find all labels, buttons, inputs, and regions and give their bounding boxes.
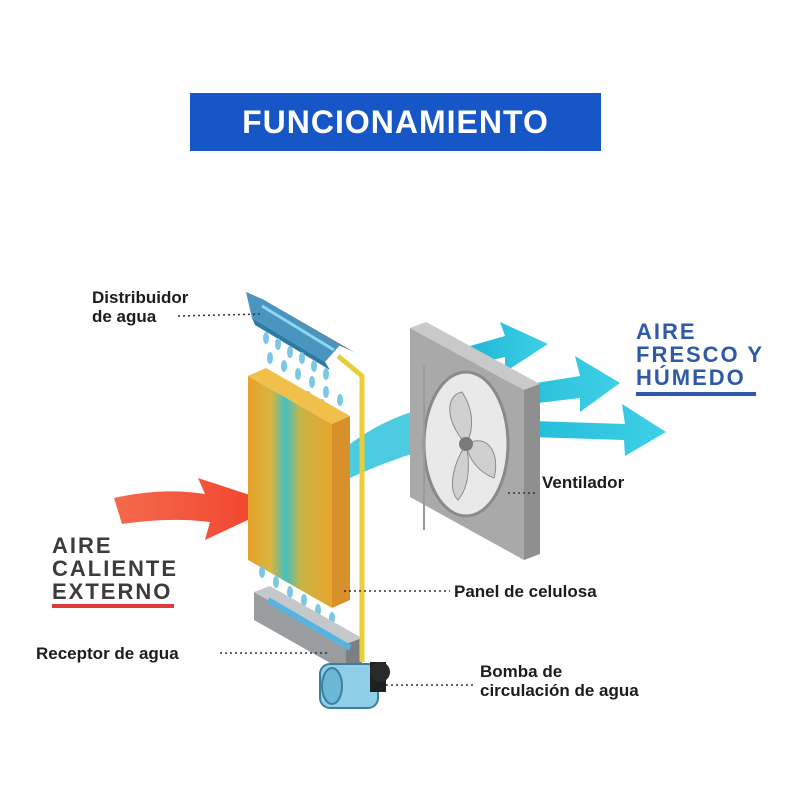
cellulose-panel [248,368,350,608]
hot-air-arrow [114,478,280,540]
fan-hub [459,437,473,451]
title-banner: FUNCIONAMIENTO [190,93,601,151]
air-in-label: AIRE CALIENTE EXTERNO [52,534,178,603]
leader-distribuidor [177,313,263,317]
label-ventilador: Ventilador [542,473,625,492]
leader-lines [177,313,536,686]
water-distributor [246,292,354,370]
label-bomba-line2: circulación de agua [480,681,639,700]
air-in-line2: CALIENTE [52,556,178,581]
label-bomba-line1: Bomba de [480,662,563,681]
air-in-underline [52,604,174,608]
title-text: FUNCIONAMIENTO [242,103,549,140]
label-panel: Panel de celulosa [454,582,597,601]
water-pipe [336,354,365,662]
fan-unit [410,322,540,560]
air-in-line1: AIRE [52,533,113,558]
label-receptor: Receptor de agua [36,644,179,663]
label-distribuidor: Distribuidor de agua [92,288,188,326]
fan-blade-2 [465,440,497,479]
air-out-line3: HÚMEDO [636,365,746,390]
air-in-line3: EXTERNO [52,579,173,604]
air-out-underline [636,392,756,396]
label-distribuidor-line1: Distribuidor [92,288,189,307]
air-out-label: AIRE FRESCO Y HÚMEDO [636,320,764,389]
air-out-line1: AIRE [636,319,697,344]
fan-blade-3 [452,442,469,501]
label-bomba: Bomba de circulación de agua [480,662,639,700]
fan-blade-1 [449,391,472,445]
water-pump [319,662,390,709]
water-receiver [254,586,362,672]
air-out-line2: FRESCO Y [636,342,765,367]
cool-air-arrow-low [500,404,666,456]
label-distribuidor-line2: de agua [92,307,157,326]
